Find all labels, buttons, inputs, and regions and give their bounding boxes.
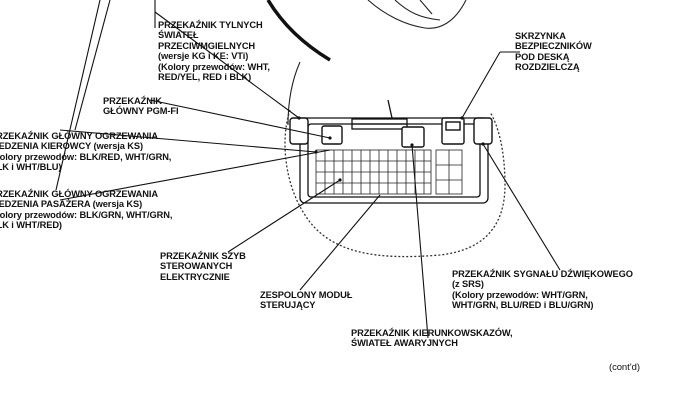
leader-dots — [297, 116, 485, 182]
relay-turn-signal — [401, 126, 425, 148]
fuse-box-body — [299, 99, 489, 204]
label-horn-relay: PRZEKAŹNIK SYGNAŁU DŹWIĘKOWEGO (z SRS) (… — [452, 269, 633, 311]
label-power-window-relay: PRZEKAŹNIK SZYB STEROWANYCH ELEKTRYCZNIE — [160, 251, 246, 282]
label-control-unit: ZESPOLONY MODUŁ STERUJĄCY — [260, 290, 353, 311]
label-pgm-fi-main-relay: PRZEKAŹNIK GŁÓWNY PGM-FI — [103, 96, 179, 117]
fuse-box-outline — [284, 109, 506, 258]
background-shapes — [287, 0, 467, 126]
leader-lines — [55, 0, 561, 339]
label-rear-fog-lights-relay: PRZEKAŹNIK TYLNYCH ŚWIATEŁ PRZECIWMGIELN… — [158, 20, 270, 83]
label-fuse-box: SKRZYNKA BEZPIECZNIKÓW POD DESKĄ ROZDZIE… — [515, 31, 592, 73]
relay-right — [473, 117, 493, 145]
label-turn-hazard-relay: PRZEKAŹNIK KIERUNKOWSKAZÓW, ŚWIATEŁ AWAR… — [351, 328, 513, 349]
label-driver-seat-heater-relay: PRZEKAŹNIK GŁÓWNY OGRZEWANIA SIEDZENIA K… — [0, 131, 172, 173]
wire-harness — [266, 0, 331, 62]
relay-blocks — [289, 117, 493, 148]
label-passenger-seat-heater-relay: PRZEKAŹNIK GŁÓWNY OGRZEWANIA SIEDZENIA P… — [0, 189, 173, 231]
label-continued: (cont’d) — [609, 362, 640, 373]
relay-pgm-fi — [321, 125, 343, 145]
fuse-grid — [315, 149, 463, 195]
